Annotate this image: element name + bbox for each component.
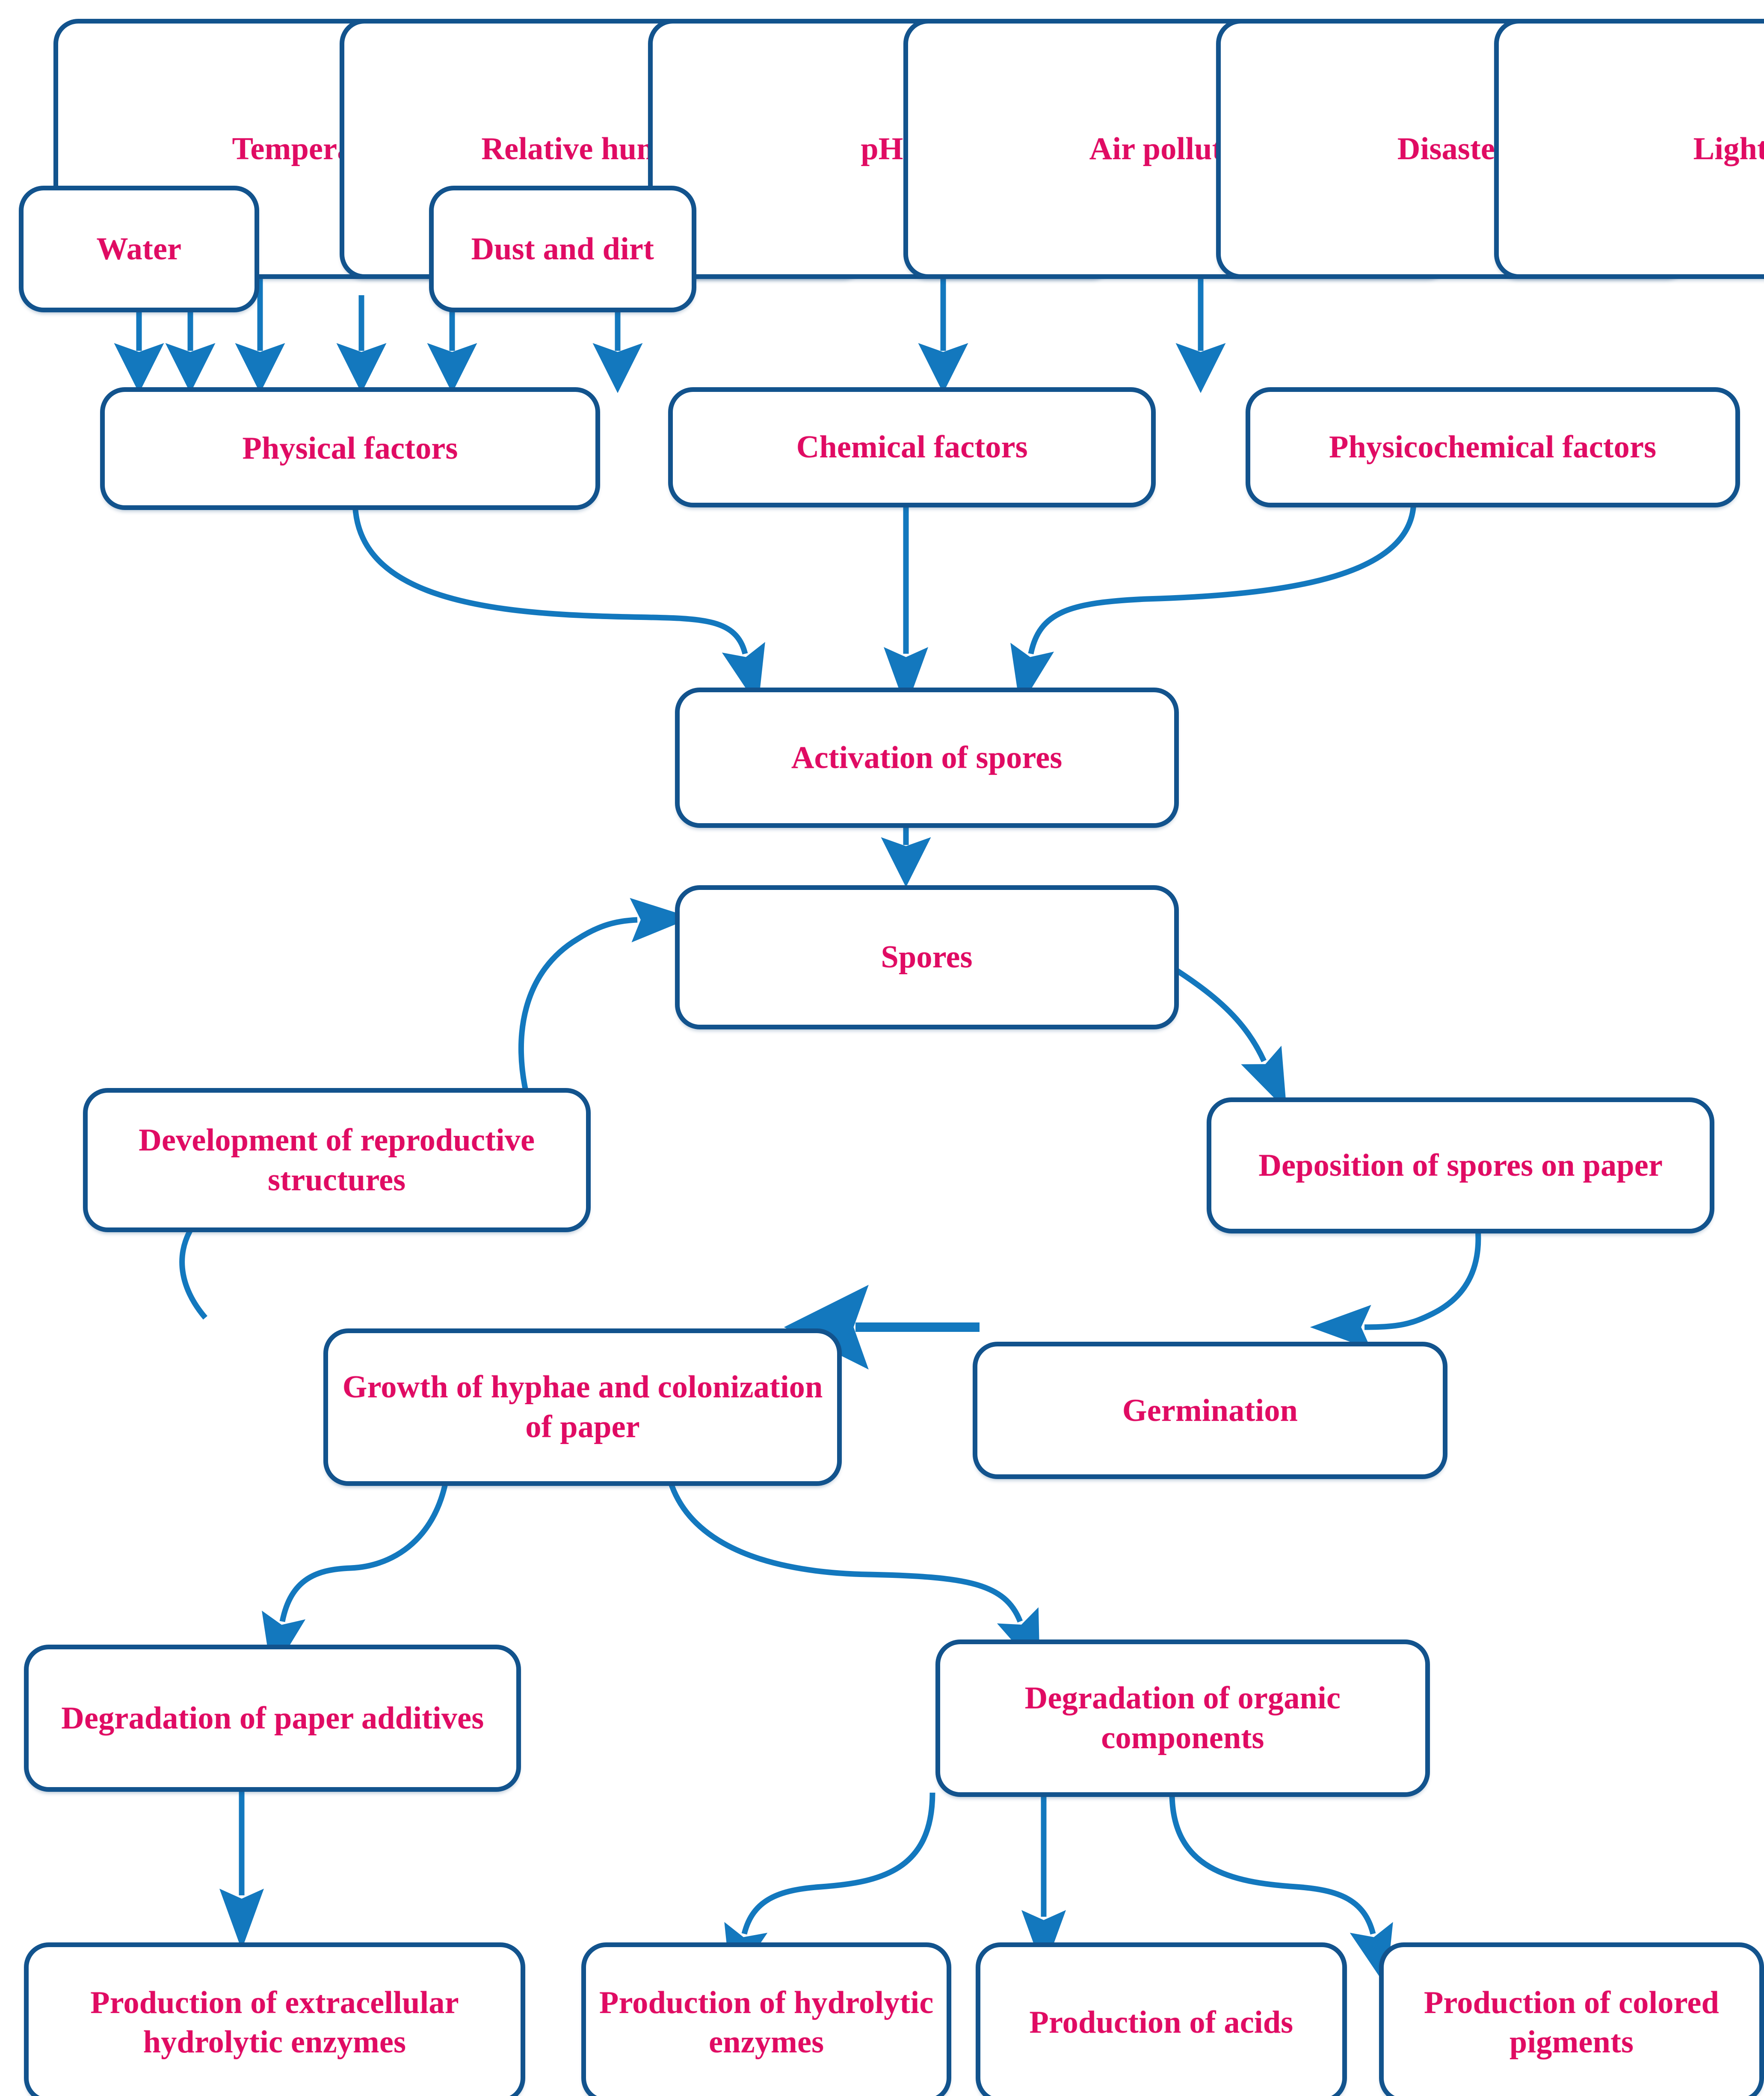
node-light[interactable]: Light <box>1494 18 1764 279</box>
node-label: Dust and dirt <box>471 231 654 267</box>
node-label: Water <box>96 231 182 267</box>
node-label: Production of extracellular hydrolytic e… <box>90 1985 459 2060</box>
node-development-of-reproductive-structures[interactable]: Development of reproductive structures <box>83 1088 591 1233</box>
node-physical-factors[interactable]: Physical factors <box>100 387 600 510</box>
edge-physical-to-activation <box>352 500 765 707</box>
node-deposition-of-spores-on-paper[interactable]: Deposition of spores on paper <box>1207 1097 1715 1234</box>
node-production-of-colored-pigments[interactable]: Production of colored pigments <box>1379 1942 1764 2096</box>
node-growth-of-hyphae[interactable]: Growth of hyphae and colonization of pap… <box>323 1328 842 1486</box>
node-production-of-acids[interactable]: Production of acids <box>975 1942 1347 2096</box>
node-label: Degradation of paper additives <box>61 1700 484 1736</box>
node-germination[interactable]: Germination <box>973 1341 1447 1479</box>
node-dust-and-dirt[interactable]: Dust and dirt <box>429 185 696 313</box>
node-water[interactable]: Water <box>18 185 260 313</box>
node-activation-of-spores[interactable]: Activation of spores <box>675 687 1179 828</box>
node-label: Spores <box>881 940 973 975</box>
node-degradation-of-paper-additives[interactable]: Degradation of paper additives <box>24 1645 521 1792</box>
node-spores[interactable]: Spores <box>675 885 1179 1029</box>
node-label: Light <box>1693 131 1764 166</box>
edge-physicochemical-to-activation <box>1010 500 1417 707</box>
node-label: Growth of hyphae and colonization of pap… <box>342 1370 823 1444</box>
edge-degorganic-to-prodhydrolytic <box>724 1792 935 1987</box>
node-label: Chemical factors <box>796 430 1028 465</box>
node-label: Physical factors <box>242 431 458 466</box>
node-label: Germination <box>1122 1393 1298 1428</box>
node-label: pH <box>861 131 903 166</box>
node-label: Production of hydrolytic enzymes <box>599 1985 934 2060</box>
node-label: Deposition of spores on paper <box>1258 1147 1663 1183</box>
node-label: Physicochemical factors <box>1329 430 1657 465</box>
node-production-of-hydrolytic-enzymes[interactable]: Production of hydrolytic enzymes <box>581 1942 952 2096</box>
node-label: Disaster <box>1397 131 1509 166</box>
node-production-of-extracellular-hydrolytic-enzymes[interactable]: Production of extracellular hydrolytic e… <box>24 1942 525 2096</box>
node-physicochemical-factors[interactable]: Physicochemical factors <box>1245 387 1740 507</box>
node-label: Production of colored pigments <box>1424 1985 1720 2060</box>
node-label: Development of reproductive structures <box>139 1123 535 1198</box>
node-label: Production of acids <box>1029 2005 1293 2040</box>
node-label: Degradation of organic components <box>1024 1681 1341 1755</box>
node-degradation-of-organic-components[interactable]: Degradation of organic components <box>935 1639 1430 1797</box>
edge-development-to-spores <box>518 898 692 1103</box>
edge-degorganic-to-prodpigments <box>1169 1792 1393 1987</box>
node-chemical-factors[interactable]: Chemical factors <box>668 387 1156 507</box>
node-label: Activation of spores <box>791 740 1063 775</box>
